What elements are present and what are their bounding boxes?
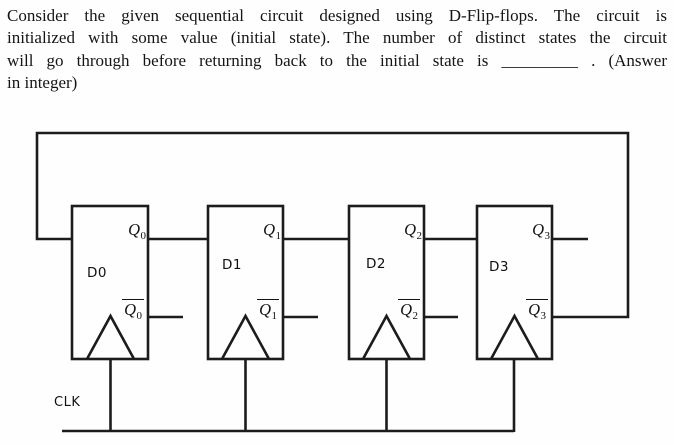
d0-label: D0 — [87, 265, 107, 281]
d2-clock-triangle-icon — [361, 313, 412, 360]
d0-flipflop-box — [70, 204, 150, 361]
qbar2-output-label: Q2 — [398, 299, 420, 322]
clk-label: CLK — [54, 395, 81, 410]
qbar3-output-label: Q3 — [526, 299, 548, 322]
q0-output-label: Q0 — [128, 220, 146, 242]
question-line-1: Consider the given sequential circuit de… — [7, 6, 667, 25]
d1-clock-triangle-icon — [220, 313, 271, 360]
d1-label: D1 — [222, 257, 242, 273]
qbar1-output-label: Q1 — [257, 299, 279, 322]
d2-label: D2 — [366, 256, 386, 272]
question-text: Consider the given sequential circuit de… — [7, 5, 667, 95]
d0-clock-triangle-icon — [85, 313, 136, 360]
q1-output-label: Q1 — [263, 220, 281, 242]
d3-flipflop-box — [475, 204, 554, 361]
question-line-3: will go through before returning back to… — [7, 50, 667, 70]
question-line-2: initialized with some value (initial sta… — [7, 28, 667, 48]
d3-clock-triangle-icon — [489, 313, 540, 360]
question-line-4: in integer) — [7, 73, 78, 93]
d2-flipflop-box — [347, 204, 426, 361]
feedback-wire-qbar3-to-d0-input — [35, 131, 630, 319]
qbar0-output-label: Q0 — [122, 299, 144, 322]
q3-output-label: Q3 — [532, 220, 550, 242]
q2-output-label: Q2 — [404, 220, 422, 242]
d3-label: D3 — [489, 259, 509, 275]
